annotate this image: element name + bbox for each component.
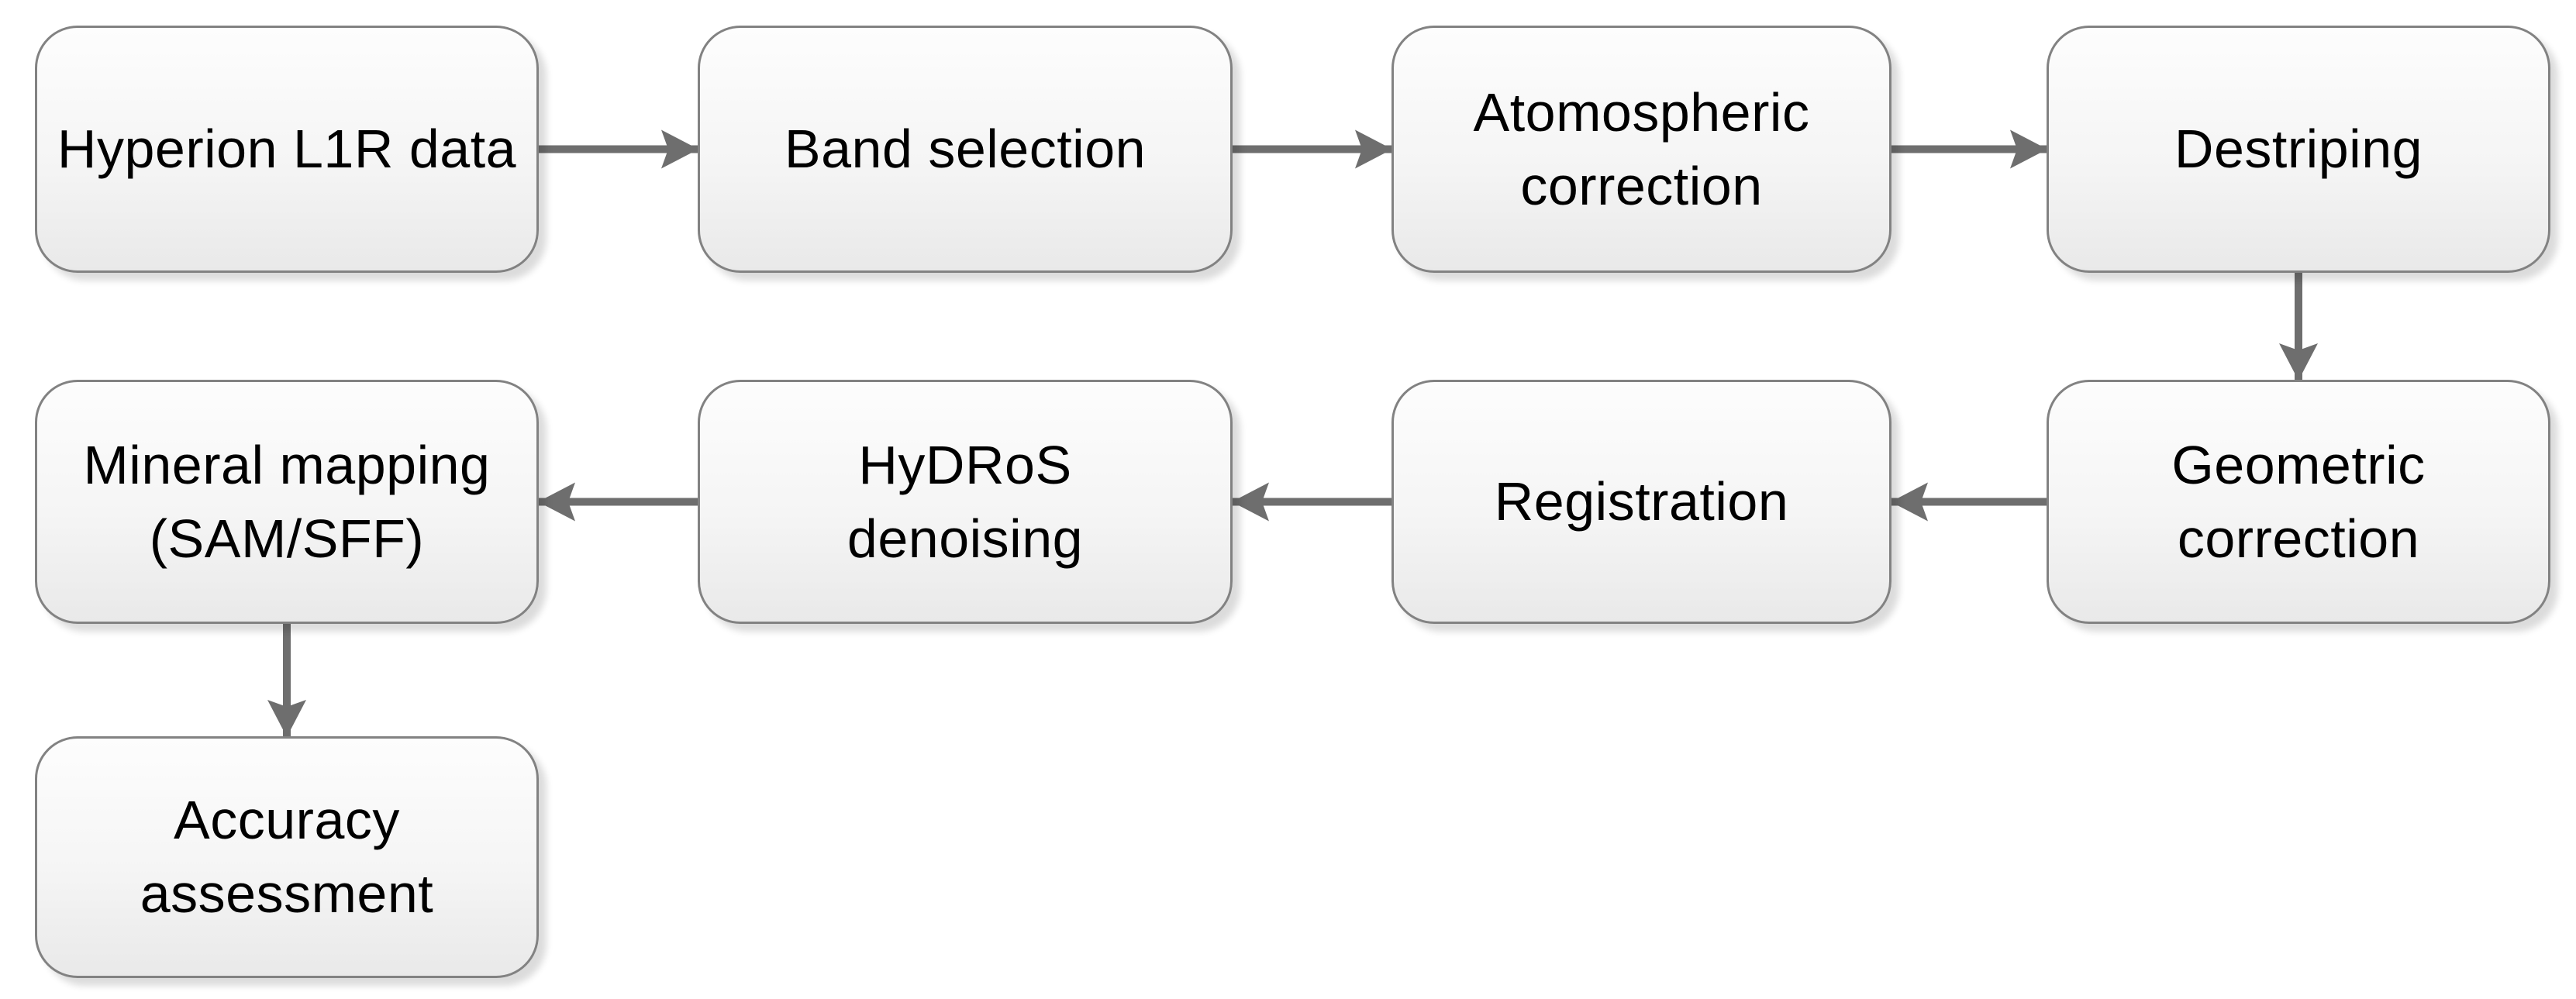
node-label: Mineral mapping (SAM/SFF) <box>83 434 491 569</box>
node-label: Atomospheric correction <box>1473 81 1810 216</box>
node-atmospheric-correction: Atomospheric correction <box>1391 26 1891 273</box>
node-registration: Registration <box>1391 380 1891 624</box>
node-hydros-denoising: HyDRoS denoising <box>698 380 1233 624</box>
node-mineral-mapping-sam-sff: Mineral mapping (SAM/SFF) <box>35 380 539 624</box>
node-hyperion-l1r-data: Hyperion L1R data <box>35 26 539 273</box>
node-band-selection: Band selection <box>698 26 1233 273</box>
node-label: Hyperion L1R data <box>57 119 517 179</box>
node-label: Band selection <box>784 119 1147 179</box>
node-label: HyDRoS denoising <box>847 434 1084 569</box>
node-accuracy-assessment: Accuracy assessment <box>35 736 539 978</box>
node-label: Accuracy assessment <box>140 790 434 924</box>
node-geometric-correction: Geometric correction <box>2047 380 2550 624</box>
node-label: Registration <box>1494 471 1789 532</box>
node-label: Destriping <box>2174 119 2423 179</box>
node-label: Geometric correction <box>2171 434 2426 569</box>
node-destriping: Destriping <box>2047 26 2550 273</box>
